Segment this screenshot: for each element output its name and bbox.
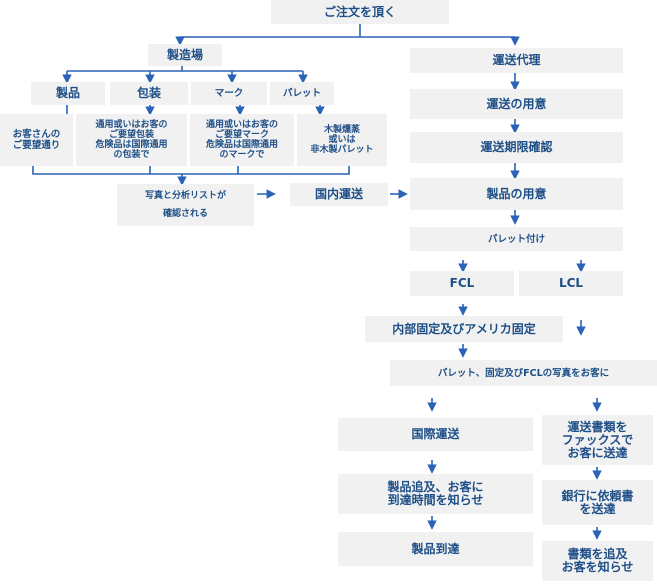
domestic-transport-box: 国内運送 — [290, 183, 388, 206]
customer-request-box: お客さんの ご要望通り — [0, 114, 73, 166]
connector-factory-split — [67, 66, 303, 72]
bank-docs-box: 銀行に依頼書 を送達 — [542, 480, 653, 525]
photo-list-box: 写真と分析リストが 確認される — [117, 184, 254, 226]
palletize-box: パレット付け — [410, 227, 623, 251]
fax-docs-box: 運送書類を ファックスで お客に送達 — [542, 415, 653, 465]
doc-tracking-box: 書類を追及 お客を知らせ — [542, 541, 653, 581]
transport-prepare-box: 運送の用意 — [410, 89, 623, 119]
packing-box: 包装 — [110, 82, 188, 105]
mark-box: マーク — [191, 82, 267, 105]
lcl-box: LCL — [519, 271, 623, 296]
connector-details-merge — [32, 166, 350, 175]
shipping-agent-box: 運送代理 — [410, 48, 623, 73]
fixing-box: 内部固定及びアメリカ固定 — [365, 316, 563, 342]
factory-box: 製造場 — [148, 44, 222, 66]
arrival-box: 製品到達 — [338, 532, 533, 566]
product-prepare-box: 製品の用意 — [410, 178, 623, 210]
schedule-confirm-box: 運送期限確認 — [410, 132, 623, 163]
pallet-box: パレット — [270, 82, 334, 105]
photo-list-line-2: 確認される — [162, 209, 208, 219]
photo-list-line-1: 写真と分析リストが — [144, 191, 226, 201]
connector-order-split — [180, 24, 515, 44]
mark-detail-box: 通用或いはお客の ご要望マーク 危険品は国際通用 のマークで — [190, 114, 294, 166]
pallet-detail-box: 木製燻蒸 或いは 非木製パレット — [297, 114, 387, 166]
product-box: 製品 — [31, 82, 105, 105]
packing-detail-box: 通用或いはお客の ご要望包装 危険品は国際通用 の包装で — [76, 114, 187, 166]
intl-transport-box: 国際運送 — [338, 418, 533, 451]
photo-send-box: パレット、固定及びFCLの写真をお客に — [390, 360, 657, 386]
fcl-box: FCL — [410, 271, 514, 296]
order-box: ご注文を頂く — [271, 0, 449, 24]
tracking-box: 製品追及、お客に 到達時間を知らせ — [338, 474, 533, 514]
